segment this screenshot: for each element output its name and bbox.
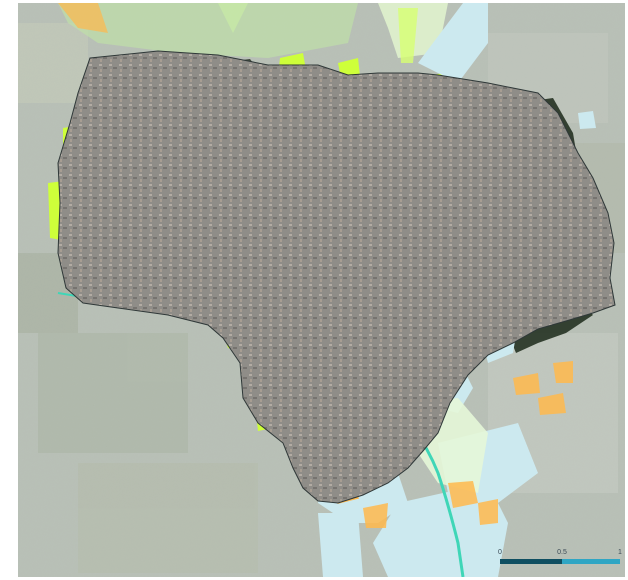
scale-label-max: 1 xyxy=(618,549,622,556)
scale-segment-light xyxy=(562,559,620,564)
map-view[interactable]: 0 0.5 1 xyxy=(18,3,625,577)
northern-meadow-strip xyxy=(58,3,358,58)
scale-label-mid: 0.5 xyxy=(557,549,567,556)
orange-zone-top xyxy=(58,3,108,33)
scale-bar: 0 0.5 1 xyxy=(498,549,622,571)
north-east-lime-strip xyxy=(398,8,418,63)
scale-label-min: 0 xyxy=(498,549,502,556)
map-canvas xyxy=(18,3,625,577)
orange-zones xyxy=(308,361,573,528)
scale-segment-dark xyxy=(500,559,562,564)
north-small-meadow xyxy=(218,3,248,33)
